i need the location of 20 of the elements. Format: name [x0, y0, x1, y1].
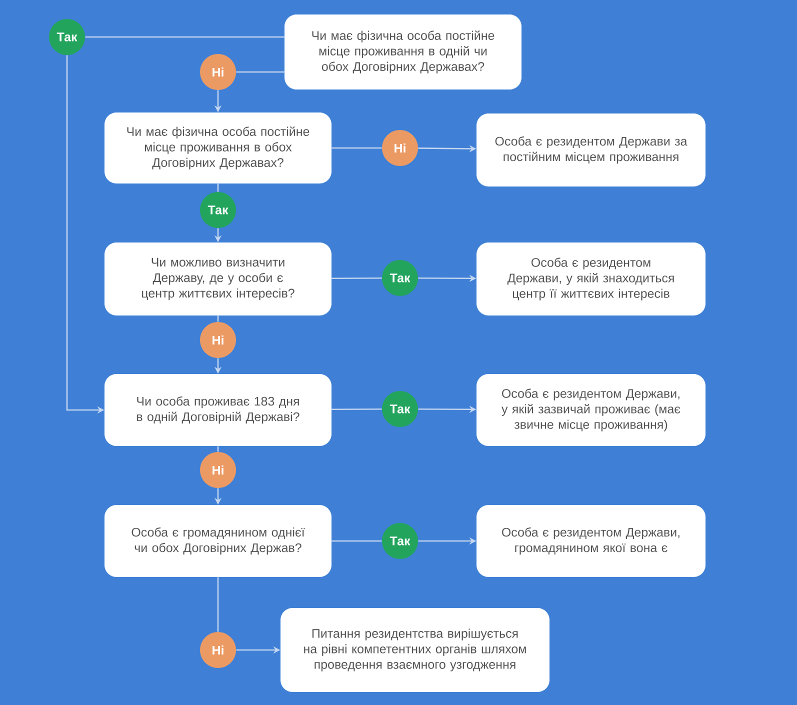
question-box: Чи має фізична особа постійне місце проживання в одній чи обох Договірних Державах? [284, 14, 522, 90]
connector [332, 540, 382, 542]
connector [236, 71, 284, 73]
connector [217, 577, 219, 632]
connector [85, 36, 284, 38]
result-box: Особа є резидентом Держави, у якій зазвичай проживає (має звичне місце проживання) [476, 374, 706, 446]
result-box: Особа є резидентом Держави за постійним місцем проживання [476, 114, 706, 186]
question-box: Чи має фізична особа постійне місце проживання в обох Договірних Державах? [104, 112, 332, 184]
result-box: Особа є резидентом Держави, громадянином якої вона є [476, 505, 706, 577]
question-box: Особа є громадянином однієї чи обох Договірних Держав? [104, 505, 332, 577]
connector [332, 408, 382, 410]
result-box: Питання резидентства вирішується на рівні компетентних органів шляхом проведення взаємного узгодження [280, 608, 550, 692]
connector [332, 147, 382, 149]
connector [332, 277, 382, 280]
connector [217, 446, 219, 452]
question-box: Чи можливо визначити Державу, де у особи є центр життєвих інтересів? [104, 242, 332, 316]
connector [217, 316, 219, 322]
connector [217, 184, 219, 192]
question-box: Чи особа проживає 183 дня в одній Договірній Державі? [104, 374, 332, 446]
result-box: Особа є резидентом Держави, у якій знаходиться центр її життєвих інтересів [476, 242, 706, 316]
